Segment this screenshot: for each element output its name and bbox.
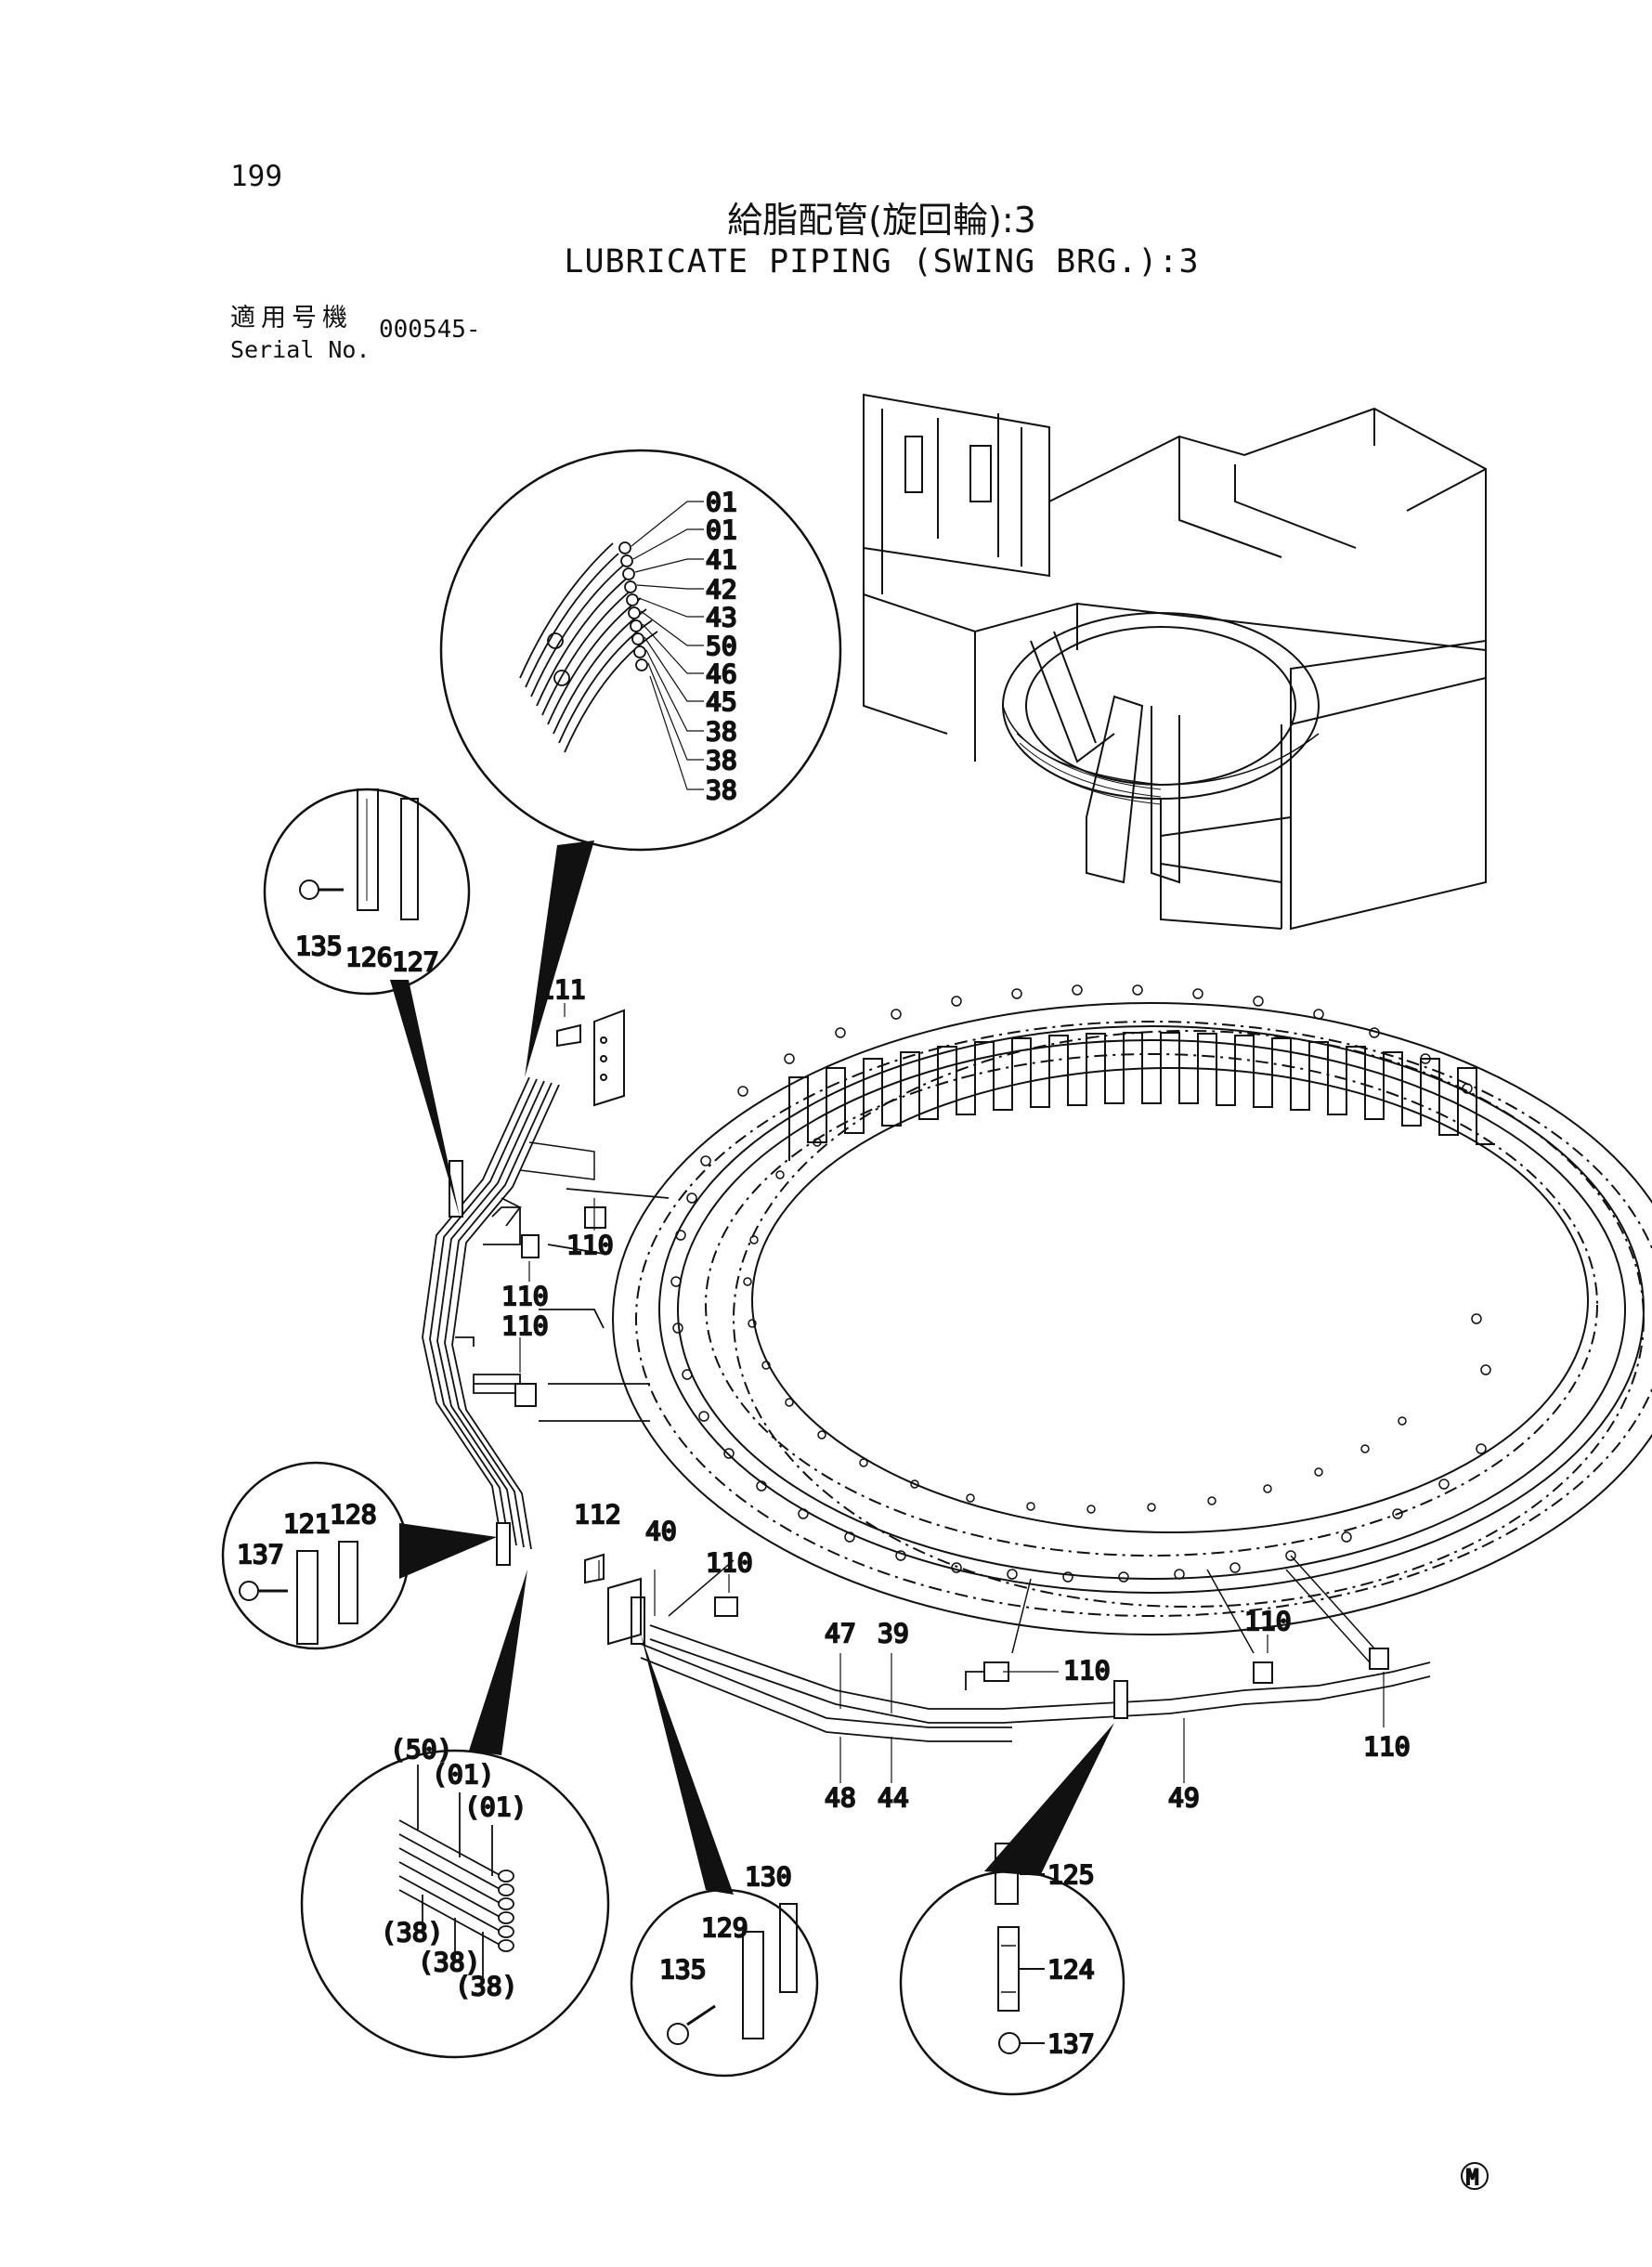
- fitting-110f: [1253, 1661, 1273, 1684]
- label-bundle-38b: (38): [418, 1947, 480, 1977]
- pipe-bundle-labels: (50) (01) (01) (38) (38) (38): [380, 1733, 527, 2002]
- serial-label-japanese: 適用号機: [230, 304, 353, 332]
- fitting-110a: [584, 1206, 606, 1229]
- serial-label-english: Serial No.: [230, 336, 371, 363]
- fitting-110d: [714, 1596, 738, 1617]
- clamp-bottom-labels: 135 129 130: [658, 1860, 793, 1986]
- label-top-38c: 38: [706, 775, 737, 805]
- label-bundle-50: (50): [390, 1734, 452, 1765]
- title-japanese: 給脂配管(旋回輪):3: [727, 200, 1036, 241]
- detail-circle-clamp-top: [263, 788, 471, 1217]
- label-128: 128: [330, 1499, 377, 1530]
- label-top-43: 43: [706, 602, 737, 632]
- clamp-126: [449, 1160, 463, 1218]
- label-bundle-01a: (01): [432, 1759, 494, 1790]
- label-top-01b: 01: [706, 515, 737, 545]
- label-top-41: 41: [706, 544, 737, 575]
- label-48: 48: [825, 1782, 856, 1813]
- label-39: 39: [878, 1618, 909, 1648]
- label-110-g: 110: [1363, 1731, 1411, 1762]
- detail-circle-pipe-bundle: [300, 1570, 610, 2059]
- label-135-bottom: 135: [659, 1954, 707, 1985]
- label-40: 40: [645, 1516, 677, 1546]
- detail-circle-top: [439, 449, 842, 1077]
- label-111: 111: [539, 974, 586, 1005]
- label-112: 112: [574, 1499, 621, 1530]
- serial-number-value: 000545-: [379, 316, 481, 344]
- label-47: 47: [825, 1618, 856, 1648]
- clamp-right-labels: 125 124 137: [1047, 1858, 1096, 2060]
- label-121: 121: [283, 1508, 331, 1539]
- label-110-d: 110: [706, 1547, 753, 1578]
- mark-letter: M: [1466, 2167, 1478, 2190]
- label-127: 127: [392, 946, 439, 977]
- label-bundle-01b: (01): [464, 1791, 527, 1822]
- clamp-top-labels: 135 126 127: [294, 930, 440, 978]
- label-top-42: 42: [706, 574, 737, 605]
- circled-m-mark: M: [1461, 2162, 1489, 2191]
- label-44: 44: [878, 1782, 909, 1813]
- detail-circle-clamp-bottom: [630, 1635, 819, 2078]
- label-110-a: 110: [566, 1230, 614, 1260]
- label-129: 129: [701, 1912, 748, 1943]
- fitting-110g: [1369, 1648, 1389, 1670]
- detail-circle-clamp-left: [221, 1461, 497, 1650]
- main-leader-lines: [519, 1003, 1385, 1783]
- label-110-c: 110: [501, 1310, 549, 1341]
- fitting-110c: [514, 1383, 537, 1407]
- detail-circle-clamp-right: [899, 1723, 1125, 2096]
- grease-nipple-block-111: [556, 1009, 625, 1107]
- label-124: 124: [1047, 1954, 1095, 1985]
- label-110-f: 110: [1244, 1606, 1292, 1636]
- label-49: 49: [1168, 1782, 1200, 1813]
- top-circle-labels: 01 01 41 42 43 50 46 45 38 38 38: [705, 486, 738, 806]
- label-top-46: 46: [706, 658, 737, 689]
- fitting-110b: [521, 1234, 540, 1258]
- label-top-01a: 01: [706, 487, 737, 517]
- page-number: 199: [230, 160, 282, 193]
- label-top-38a: 38: [706, 716, 737, 747]
- label-130: 130: [745, 1861, 792, 1892]
- clamp-left-labels: 137 121 128: [236, 1498, 378, 1570]
- label-135-top: 135: [295, 931, 343, 961]
- title-english: LUBRICATE PIPING (SWING BRG.):3: [564, 243, 1200, 280]
- label-top-38b: 38: [706, 745, 737, 775]
- label-110-b: 110: [501, 1281, 549, 1311]
- label-bundle-38c: (38): [455, 1971, 517, 2001]
- swing-bearing-ring: [612, 984, 1652, 1635]
- label-125: 125: [1047, 1859, 1095, 1890]
- label-137-right: 137: [1047, 2028, 1095, 2059]
- label-top-50: 50: [706, 631, 737, 661]
- upperstructure-frame: [863, 393, 1487, 931]
- label-126: 126: [345, 942, 393, 972]
- clamp-121: [496, 1522, 511, 1566]
- label-137-left: 137: [237, 1539, 284, 1570]
- lubricate-pipes: [422, 1076, 1431, 1742]
- main-labels: 111 110 110 110 112 40 110 47 39 110 110…: [501, 973, 1411, 1814]
- label-bundle-38a: (38): [381, 1917, 443, 1948]
- label-top-45: 45: [706, 686, 737, 717]
- label-110-e: 110: [1063, 1655, 1111, 1686]
- clamp-124: [1113, 1680, 1128, 1719]
